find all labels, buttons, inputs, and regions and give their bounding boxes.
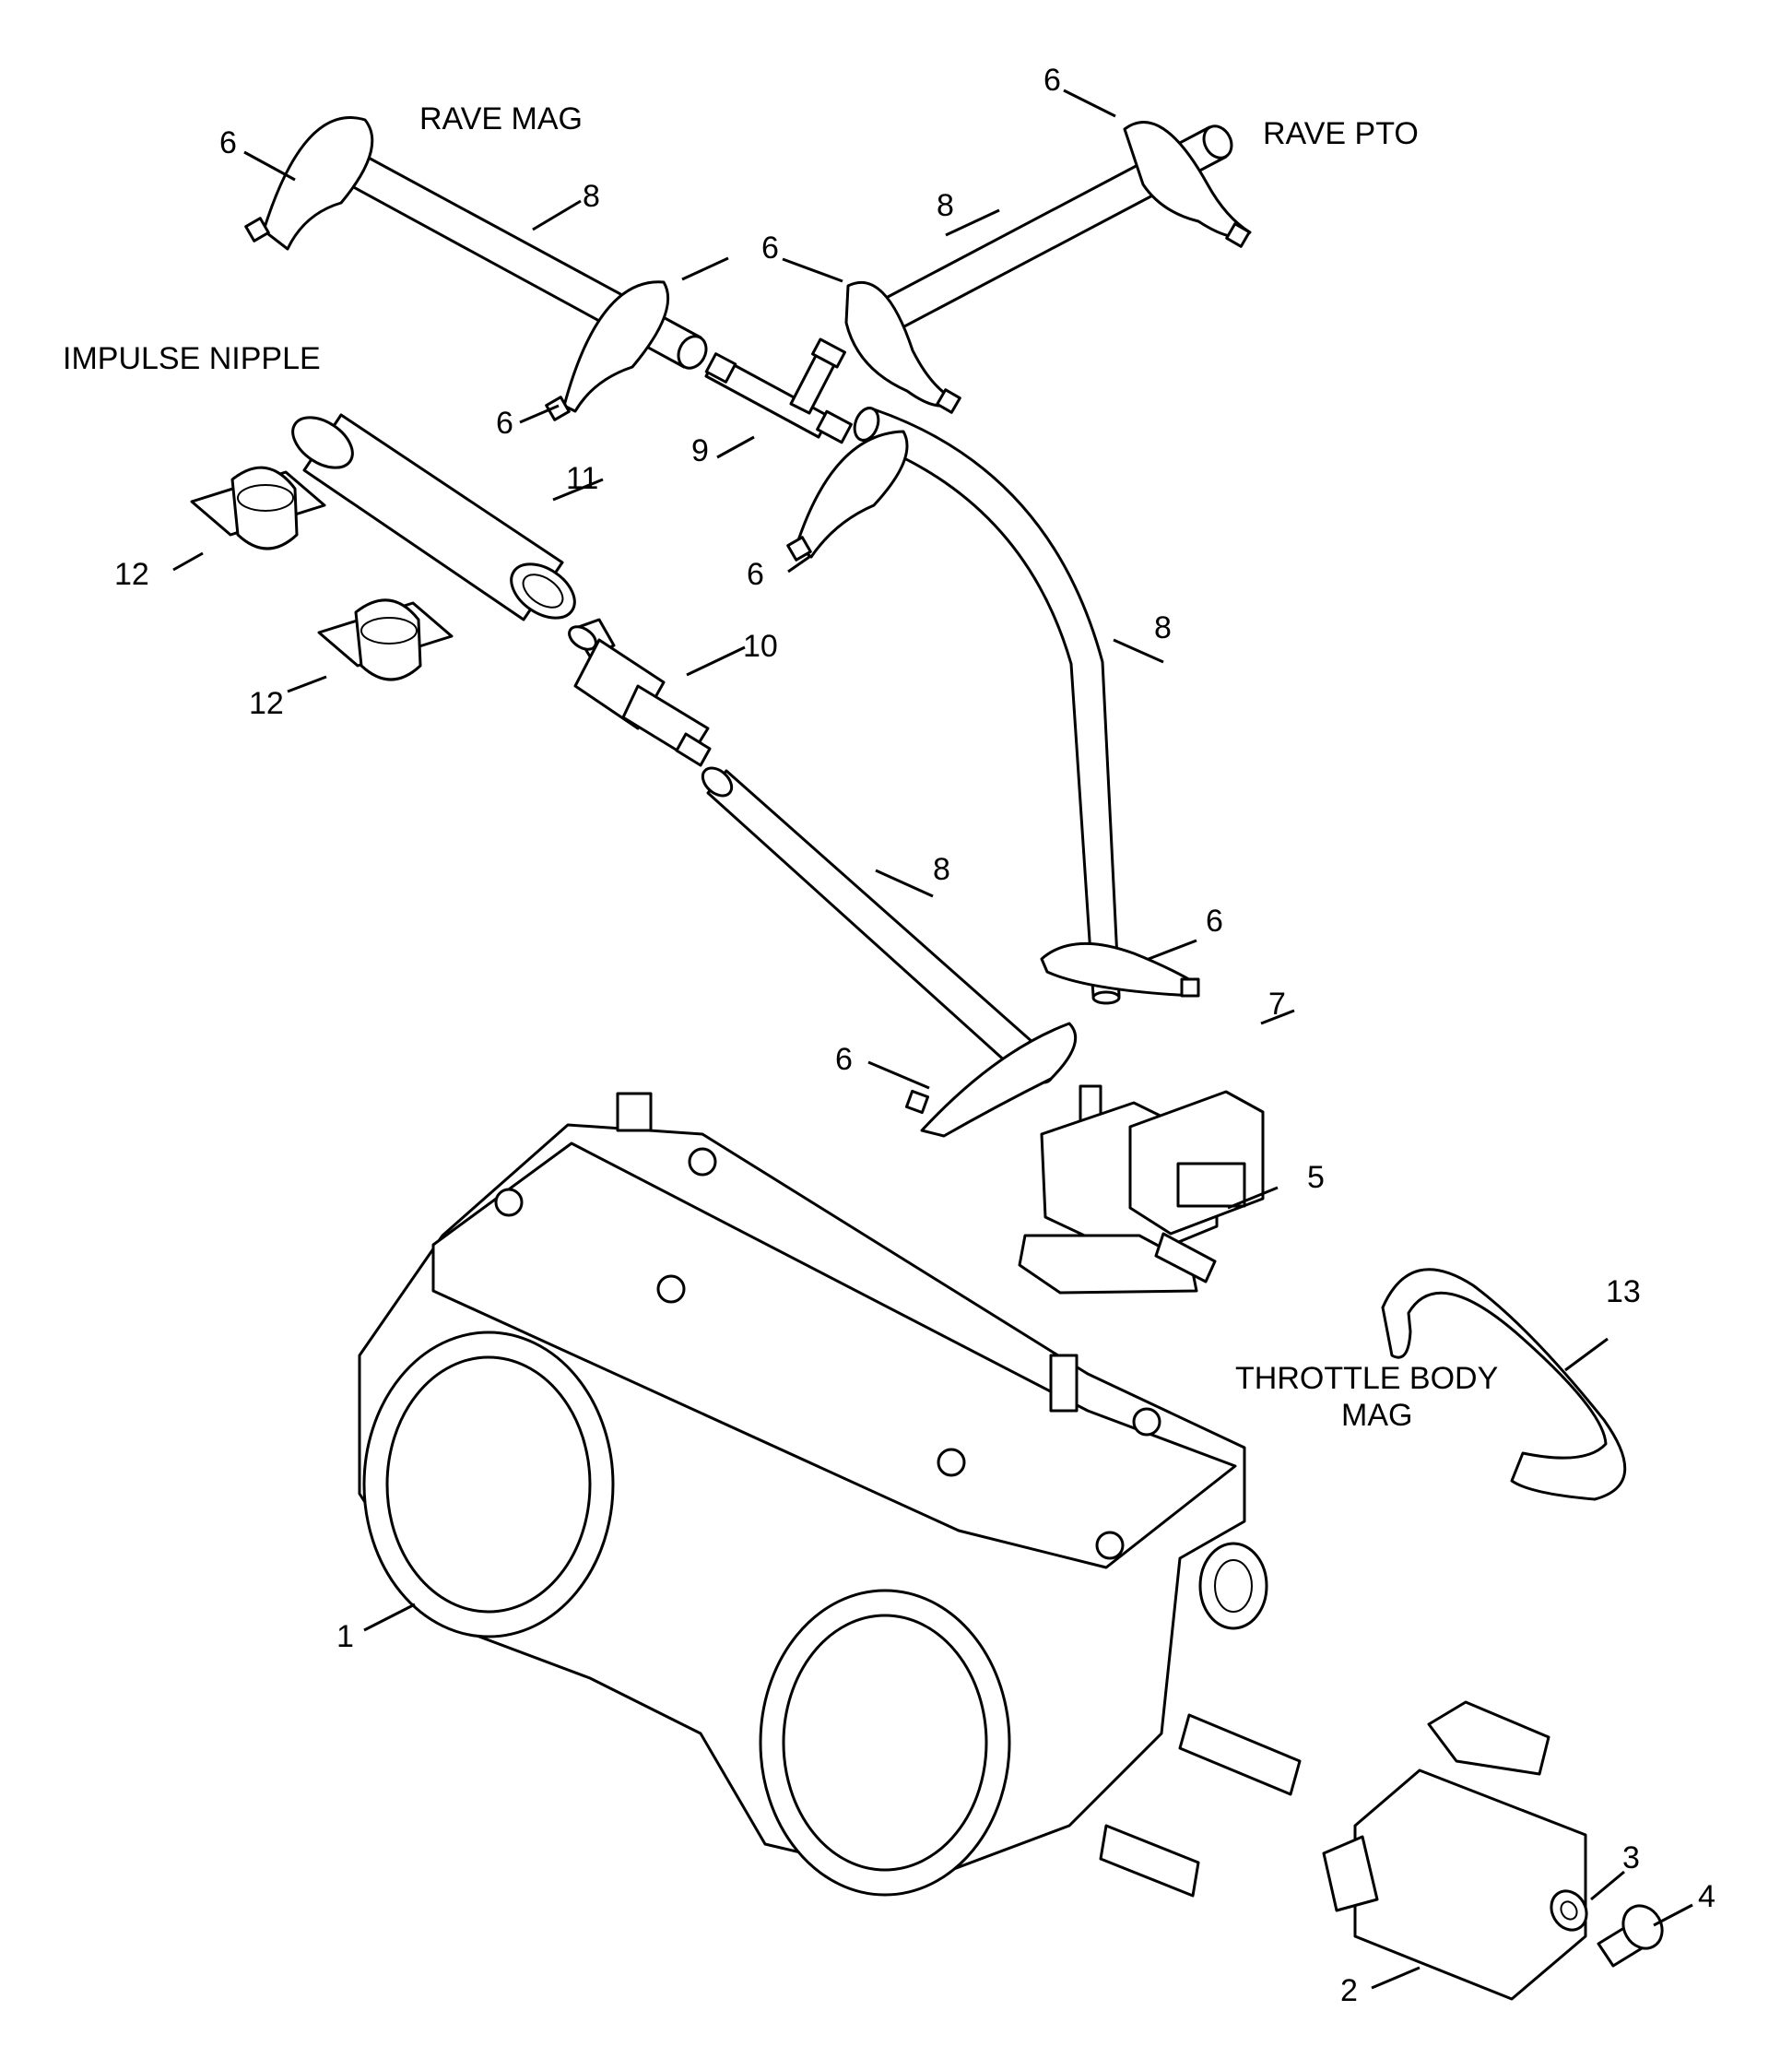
callout-6-rave-pto: 6 <box>1043 63 1061 98</box>
hose-curved-to-solenoid <box>853 407 1121 1005</box>
hose-impulse-nipple <box>291 413 576 621</box>
label-throttle-body: THROTTLE BODY <box>1235 1361 1498 1396</box>
callout-1: 1 <box>336 1619 354 1654</box>
callout-10: 10 <box>743 629 778 664</box>
callout-12-upper: 12 <box>114 557 149 592</box>
clip-curved-hose-lower <box>1040 941 1200 998</box>
callout-8-curved: 8 <box>1154 610 1172 645</box>
clip-curved-hose-upper <box>786 430 909 562</box>
clip-rave-mag-outer <box>244 116 374 251</box>
washer <box>1550 1889 1588 1932</box>
clip-lower-hose <box>904 1022 1078 1138</box>
tee-fitting <box>704 337 853 444</box>
rave-solenoid <box>1018 1084 1265 1295</box>
callout-6-mid-left: 6 <box>761 231 779 266</box>
callout-9: 9 <box>691 433 709 468</box>
callout-6-mid-clip: 6 <box>496 406 513 441</box>
check-valve <box>568 618 712 767</box>
callout-7: 7 <box>1268 987 1286 1022</box>
label-throttle-body-mag: MAG <box>1341 1398 1412 1433</box>
screw-sensor <box>1597 1904 1664 1968</box>
callout-11: 11 <box>566 461 598 496</box>
callout-3: 3 <box>1622 1840 1640 1875</box>
callout-2: 2 <box>1340 1973 1358 2008</box>
callout-6-curved: 6 <box>747 557 764 592</box>
callout-8-lower: 8 <box>933 852 950 887</box>
throttle-position-sensor <box>1322 1700 1587 2001</box>
label-impulse-nipple: IMPULSE NIPPLE <box>63 341 321 376</box>
clip-rave-mag-inner <box>545 280 670 421</box>
throttle-body-mag-hose <box>1381 1268 1627 1501</box>
callout-4: 4 <box>1698 1879 1715 1914</box>
clamp-upper <box>190 466 326 550</box>
label-rave-mag: RAVE MAG <box>419 101 583 136</box>
callout-6-lower-right: 6 <box>1206 904 1223 939</box>
callout-8-rave-pto: 8 <box>937 188 954 223</box>
label-rave-pto: RAVE PTO <box>1263 116 1419 151</box>
callout-6-lower-left: 6 <box>835 1042 853 1077</box>
clip-rave-pto-inner <box>844 280 961 414</box>
callout-leaders <box>172 89 1693 1990</box>
callout-12-lower: 12 <box>249 686 284 721</box>
clip-rave-pto-outer <box>1123 121 1252 248</box>
callout-5: 5 <box>1307 1160 1325 1195</box>
callout-6-rave-mag: 6 <box>219 125 237 160</box>
callout-8-rave-mag: 8 <box>583 179 600 214</box>
throttle-body <box>358 1092 1302 1898</box>
hose-lower <box>701 766 1055 1084</box>
callout-13: 13 <box>1606 1274 1641 1309</box>
clamp-lower <box>317 598 454 681</box>
